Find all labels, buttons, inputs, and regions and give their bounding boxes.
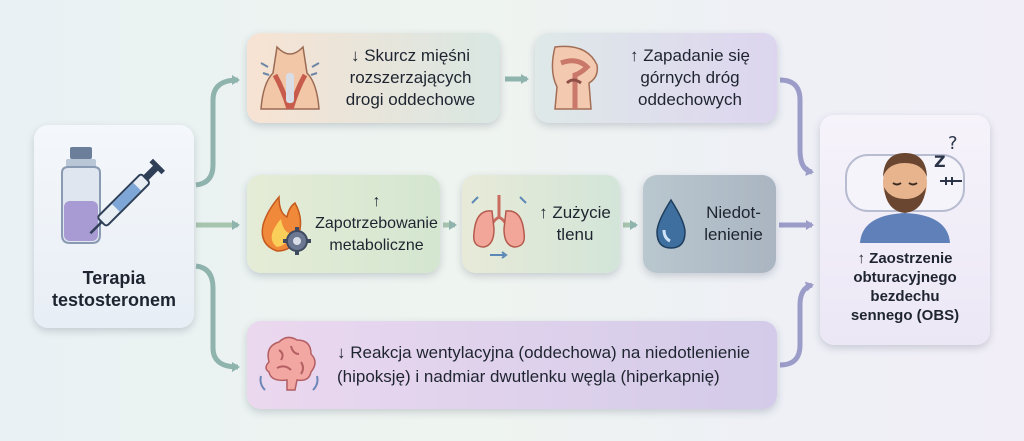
node-hypoxia: Niedot- lenienie bbox=[643, 175, 776, 273]
sleeping-man-icon: Z ? bbox=[845, 133, 965, 243]
arrow-ventilation-to-end bbox=[779, 281, 814, 368]
node-muscle-contraction: ↓ Skurcz mięśni rozszerzających drogi od… bbox=[247, 33, 500, 123]
node-osa-exacerbation: Z ? ↑ Zaostrzenie obturacyjnego bezdechu… bbox=[820, 115, 990, 345]
collapse-line-2: górnych dróg bbox=[640, 68, 740, 87]
end-line-2: obturacyjnego bezdechu bbox=[853, 269, 957, 305]
arrow-start-to-muscle bbox=[195, 75, 240, 188]
node-oxygen-consumption: ↑ Zużycie tlenu bbox=[462, 175, 620, 273]
hypoxia-line-1: Niedot- bbox=[706, 203, 761, 222]
water-drop-icon bbox=[656, 198, 686, 249]
arrow-start-to-ventilation bbox=[195, 263, 240, 372]
node-airway-collapse: ↑ Zapadanie się górnych dróg oddechowych bbox=[535, 33, 777, 123]
start-line-2: testosteronem bbox=[51, 290, 177, 310]
testosterone-vial-syringe-icon bbox=[61, 147, 166, 244]
metabolic-line-2: Zapotrzebowanie bbox=[315, 215, 438, 232]
node-ventilatory-response: ↓ Reakcja wentylacyjna (oddechowa) na ni… bbox=[247, 321, 777, 409]
svg-text:Z: Z bbox=[934, 152, 946, 171]
flame-gear-icon bbox=[261, 194, 311, 255]
metabolic-line-1: ↑ bbox=[372, 193, 381, 210]
muscle-line-2: rozszerzających bbox=[349, 68, 472, 87]
muscle-line-1: ↓ Skurcz mięśni bbox=[350, 46, 471, 65]
lungs-icon bbox=[471, 195, 527, 259]
muscle-line-3: drogi oddechowe bbox=[345, 90, 476, 109]
end-line-1: ↑ Zaostrzenie bbox=[857, 250, 953, 267]
node-metabolic-demand: ↑ Zapotrzebowanie metaboliczne bbox=[247, 175, 440, 273]
arrow-collapse-to-end bbox=[779, 77, 814, 176]
end-line-3: sennego (OBS) bbox=[850, 307, 960, 324]
oxygen-line-1: ↑ Zużycie bbox=[539, 203, 611, 222]
metabolic-line-3: metaboliczne bbox=[329, 237, 424, 254]
ventilation-line-1: ↓ Reakcja wentylacyjna (oddechowa) na ni… bbox=[337, 343, 750, 362]
upper-airway-icon bbox=[551, 45, 599, 110]
svg-text:?: ? bbox=[948, 133, 958, 154]
ventilation-line-2: (hipoksję) i nadmiar dwutlenku węgla (hi… bbox=[337, 367, 720, 386]
brain-icon bbox=[259, 336, 319, 391]
hypoxia-line-2: lenienie bbox=[704, 225, 763, 244]
neck-muscles-icon bbox=[260, 45, 320, 110]
oxygen-line-2: tlenu bbox=[556, 225, 594, 244]
start-line-1: Terapia bbox=[82, 268, 146, 288]
collapse-line-3: oddechowych bbox=[638, 90, 742, 109]
collapse-line-1: ↑ Zapadanie się bbox=[629, 46, 751, 65]
node-testosterone-therapy: Terapia testosteronem bbox=[34, 125, 194, 328]
